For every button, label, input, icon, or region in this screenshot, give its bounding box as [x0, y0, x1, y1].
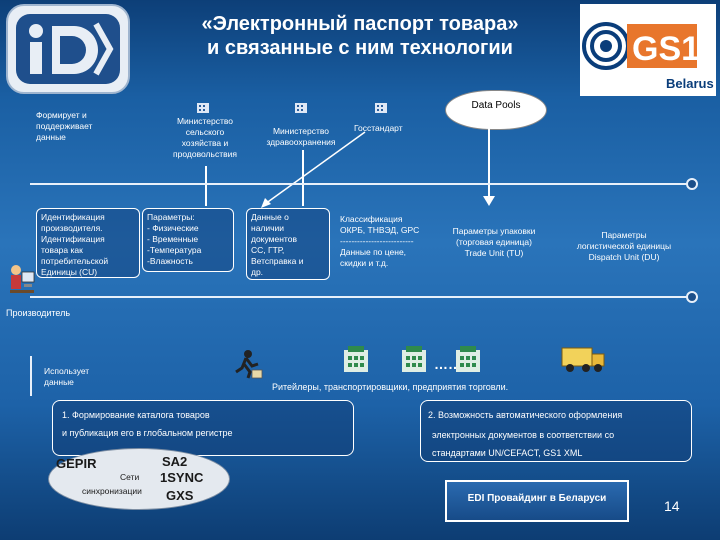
data-pools-label: Data Pools	[471, 100, 521, 111]
parameters-box: Параметры: - Физические - Временные -Тем…	[142, 208, 234, 272]
info-rail-producer	[30, 296, 692, 298]
rail-dot	[686, 291, 698, 303]
uses-data-label: Использует данные	[44, 366, 90, 387]
info-rail-top	[30, 183, 692, 185]
documents-box: Данные о наличии документов СС, ГТР, Вет…	[246, 208, 330, 280]
person-computer-icon	[10, 265, 35, 293]
building-icon	[295, 103, 307, 113]
building-icon	[375, 103, 387, 113]
sa2-label: SA2	[162, 454, 188, 469]
page-title: «Электронный паспорт товара» и связанные…	[150, 12, 570, 60]
edi-provider-box: EDI Провайдинг в Беларуси	[445, 480, 629, 522]
logistic-params-text: Параметры логистической единицы Dispatch…	[576, 230, 672, 262]
id-logo	[6, 4, 130, 94]
classification-text: Классификация ОКРБ, ТНВЭД, GPC ---------…	[340, 214, 420, 268]
info-rail-vertical	[30, 356, 32, 396]
id-logo-icon	[16, 14, 120, 84]
gosstandart-label: Госстандарт	[354, 123, 403, 133]
arrow-line	[205, 166, 207, 206]
title-line-2: и связанные с ним технологии	[207, 37, 513, 59]
networks-label-1: Сети	[120, 472, 140, 482]
automation-panel	[420, 400, 692, 462]
automation-line-1: 2. Возможность автоматического оформлени…	[428, 410, 623, 420]
arrow-connector	[261, 131, 366, 208]
gs1-logo-icon: GS1 Belarus	[582, 22, 714, 91]
ministry-health-label: Министерство здравоохранения	[266, 126, 336, 147]
catalog-panel	[52, 400, 354, 456]
arrow-line	[302, 150, 304, 206]
sync-networks-cloud	[48, 448, 230, 510]
data-pools-cloud: Data Pools	[445, 90, 547, 130]
runner-icon	[235, 350, 263, 379]
arrow-connector	[483, 128, 495, 206]
networks-label-2: синхронизации	[82, 486, 142, 496]
identification-box: Идентификация производителя. Идентификац…	[36, 208, 140, 278]
belarus-label: Belarus	[666, 76, 714, 91]
automation-line-2: электронных документов в соответствии со	[432, 430, 615, 440]
ministry-agriculture-label: Министерство сельского хозяйства и продо…	[173, 116, 237, 159]
edi-label: EDI Провайдинг в Беларуси	[467, 493, 607, 504]
catalog-line-1: 1. Формирование каталога товаров	[62, 410, 210, 420]
gepir-label: GEPIR	[56, 456, 97, 471]
title-line-1: «Электронный паспорт товара»	[201, 13, 519, 35]
truck-icon	[561, 347, 605, 372]
page-number: 14	[664, 498, 680, 514]
building-icon	[402, 346, 426, 372]
building-icon	[456, 346, 480, 372]
catalog-line-2: и публикация его в глобальном регистре	[62, 428, 233, 438]
gxs-label: GXS	[166, 488, 194, 503]
retail-caption: Ритейлеры, транспортировщики, предприяти…	[272, 382, 509, 392]
rail-dot	[686, 178, 698, 190]
gs1-wordmark: GS1	[632, 30, 700, 68]
packaging-params-text: Параметры упаковки (торговая единица) Tr…	[452, 226, 536, 258]
gs1-logo: GS1 Belarus	[580, 4, 716, 96]
forms-data-label: Формирует и поддерживает данные	[36, 110, 93, 142]
building-icon	[197, 103, 209, 113]
building-icon	[344, 346, 368, 372]
producer-label: Производитель	[6, 308, 71, 318]
automation-line-3: стандартами UN/CEFACT, GS1 XML	[432, 448, 583, 458]
onesync-label: 1SYNC	[160, 470, 204, 485]
